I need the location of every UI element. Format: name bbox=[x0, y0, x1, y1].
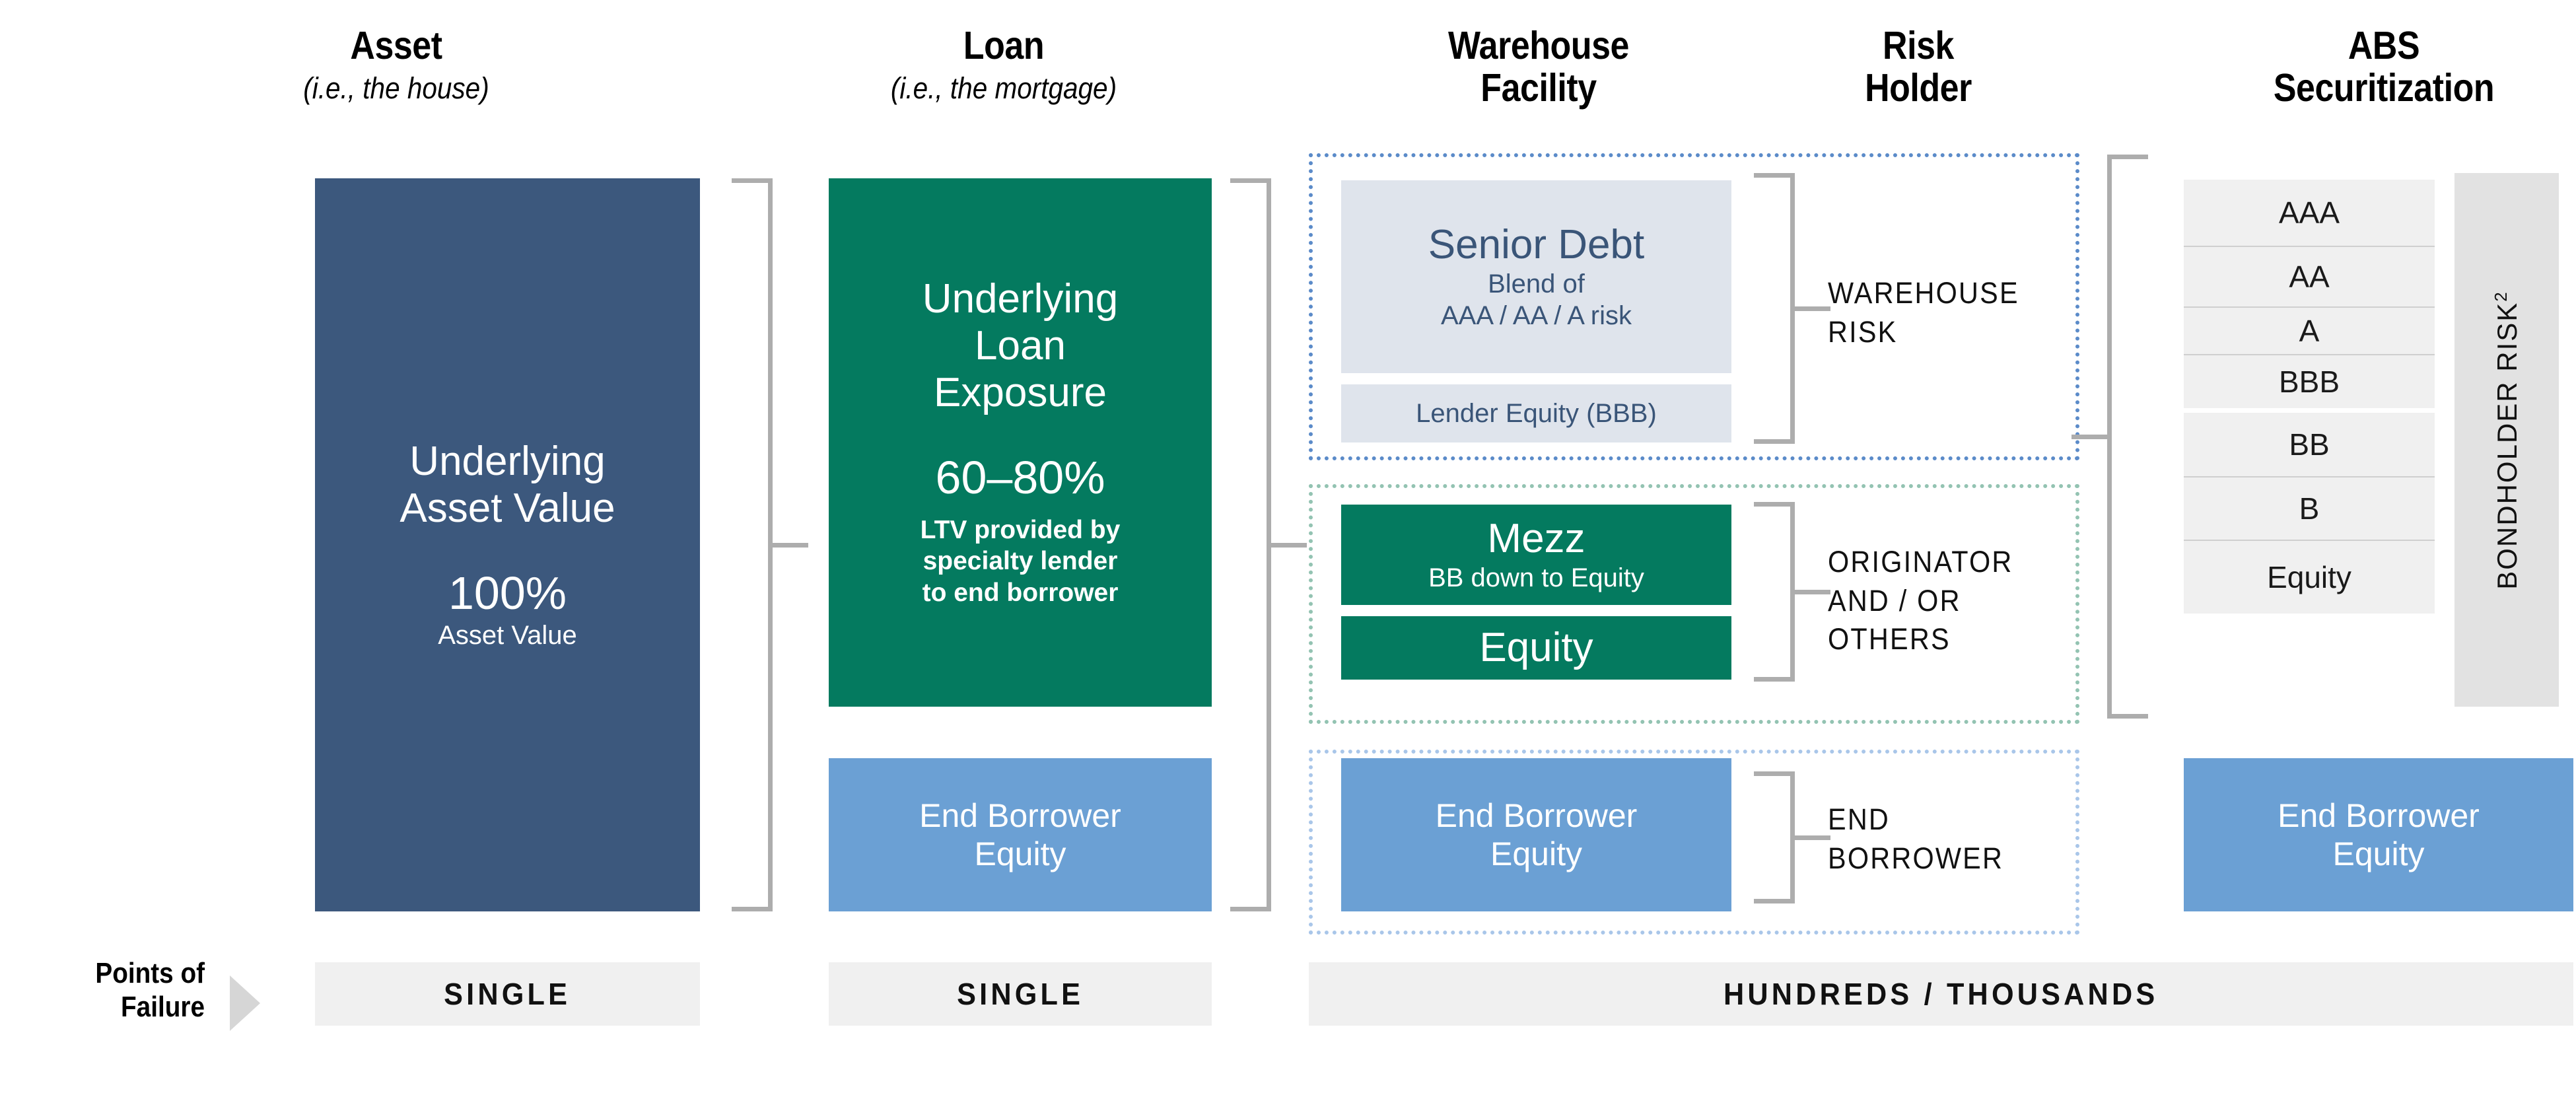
warehouse-equity-label: Equity bbox=[1479, 624, 1593, 670]
column-header-risk-holder: Risk Holder bbox=[1770, 24, 2067, 110]
loan-main-line1: Underlying bbox=[922, 276, 1119, 322]
risk-holder-originator-label: ORIGINATOR AND / OR OTHERS bbox=[1828, 543, 2083, 659]
lender-equity-block: Lender Equity (BBB) bbox=[1341, 384, 1731, 442]
bracket-risk-to-abs bbox=[2071, 155, 2153, 719]
loan-end-borrower-line1: End Borrower bbox=[919, 797, 1121, 834]
warehouse-mezz-group-outline bbox=[1309, 484, 2079, 724]
abs-header-title-line1: ABS bbox=[2348, 24, 2420, 67]
risk-holder-end-borrower-label: END BORROWER bbox=[1828, 800, 2107, 878]
tranche-label: BBB bbox=[2278, 365, 2340, 399]
loan-detail-line2: specialty lender bbox=[922, 547, 1118, 576]
points-of-failure-bar-asset: SINGLE bbox=[315, 962, 700, 1026]
warehouse-header-title-line2: Facility bbox=[1480, 65, 1597, 110]
bracket-end-borrower bbox=[1749, 771, 1830, 903]
originator-line1: ORIGINATOR bbox=[1828, 545, 2013, 579]
loan-main-line2: Loan bbox=[975, 323, 1066, 369]
bondholder-risk-label: BONDHOLDER RISK bbox=[2491, 301, 2523, 590]
bondholder-risk-footnote: 2 bbox=[2490, 290, 2511, 302]
loan-detail-line3: to end borrower bbox=[922, 578, 1119, 607]
mezz-block: Mezz BB down to Equity bbox=[1341, 505, 1731, 605]
asset-main-line2: Asset Value bbox=[400, 485, 615, 531]
warehouse-end-borrower-line1: End Borrower bbox=[1435, 797, 1638, 834]
loan-end-borrower-line2: Equity bbox=[974, 835, 1066, 872]
tranche-label: Equity bbox=[2267, 560, 2351, 594]
abs-tranche-stack: AAA AA A BBB BB B Equity bbox=[2184, 180, 2435, 614]
tranche-row: BBB bbox=[2184, 354, 2435, 408]
warehouse-risk-line2: RISK bbox=[1828, 314, 1898, 349]
loan-main-line3: Exposure bbox=[934, 369, 1107, 415]
asset-percentage: 100% bbox=[448, 567, 567, 619]
lender-equity-label: Lender Equity (BBB) bbox=[1416, 399, 1657, 428]
originator-line2: AND / OR bbox=[1828, 583, 1961, 618]
bondholder-risk-bar: BONDHOLDER RISK2 bbox=[2454, 173, 2559, 707]
senior-debt-title: Senior Debt bbox=[1428, 221, 1645, 267]
bracket-warehouse-risk bbox=[1749, 173, 1830, 444]
warehouse-risk-line1: WAREHOUSE bbox=[1828, 276, 2019, 310]
abs-header-title-line2: Securitization bbox=[2273, 65, 2495, 110]
risk-holder-warehouse-risk-label: WAREHOUSE RISK bbox=[1828, 274, 2083, 351]
asset-header-subtitle: (i.e., the house) bbox=[303, 71, 489, 105]
loan-ltv-percentage: 60–80% bbox=[935, 452, 1105, 504]
senior-debt-sub-line1: Blend of bbox=[1488, 269, 1585, 299]
end-borrower-risk-line1: END bbox=[1828, 802, 1891, 836]
senior-debt-sub-line2: AAA / AA / A risk bbox=[1440, 301, 1632, 331]
underlying-loan-exposure-block: Underlying Loan Exposure 60–80% LTV prov… bbox=[829, 178, 1212, 707]
column-header-abs-securitization: ABS Securitization bbox=[2199, 24, 2569, 110]
risk-holder-header-title-line2: Holder bbox=[1865, 65, 1972, 110]
bracket-originator bbox=[1749, 502, 1830, 682]
tranche-row: Equity bbox=[2184, 540, 2435, 614]
tranche-label: B bbox=[2299, 491, 2320, 526]
asset-main-line1: Underlying bbox=[409, 439, 606, 485]
tranche-row: AA bbox=[2184, 246, 2435, 306]
warehouse-end-borrower-line2: Equity bbox=[1490, 835, 1582, 872]
abs-end-borrower-equity-block: End Borrower Equity bbox=[2184, 758, 2573, 911]
warehouse-header-title-line1: Warehouse bbox=[1448, 24, 1629, 67]
abs-end-borrower-line2: Equity bbox=[2332, 835, 2425, 872]
asset-header-title: Asset bbox=[350, 24, 442, 67]
loan-detail-line1: LTV provided by bbox=[920, 515, 1121, 544]
tranche-row: B bbox=[2184, 476, 2435, 540]
points-of-failure-arrow-icon bbox=[230, 975, 260, 1031]
tranche-row: BB bbox=[2184, 413, 2435, 476]
risk-holder-header-title-line1: Risk bbox=[1883, 24, 1954, 67]
mezz-title: Mezz bbox=[1487, 515, 1585, 561]
bondholder-risk-text: BONDHOLDER RISK2 bbox=[2491, 291, 2523, 590]
column-header-asset: Asset (i.e., the house) bbox=[231, 24, 561, 105]
warehouse-equity-block: Equity bbox=[1341, 616, 1731, 680]
points-of-failure-label: Points of Failure bbox=[24, 956, 205, 1024]
originator-line3: OTHERS bbox=[1828, 622, 1951, 656]
points-of-failure-line2: Failure bbox=[121, 991, 205, 1024]
warehouse-senior-group-outline bbox=[1309, 153, 2079, 460]
loan-header-subtitle: (i.e., the mortgage) bbox=[890, 71, 1117, 105]
mezz-subtitle: BB down to Equity bbox=[1428, 563, 1644, 593]
warehouse-end-borrower-equity-block: End Borrower Equity bbox=[1341, 758, 1731, 911]
points-of-failure-bar-loan: SINGLE bbox=[829, 962, 1212, 1026]
pof-loan-value: SINGLE bbox=[957, 977, 1084, 1011]
warehouse-end-borrower-group-outline bbox=[1309, 750, 2079, 935]
underlying-asset-value-block: Underlying Asset Value 100% Asset Value bbox=[315, 178, 700, 911]
bracket-asset-to-loan bbox=[726, 178, 808, 911]
bracket-loan-to-warehouse bbox=[1225, 178, 1307, 911]
abs-end-borrower-line1: End Borrower bbox=[2278, 797, 2480, 834]
column-header-loan: Loan (i.e., the mortgage) bbox=[839, 24, 1169, 105]
loan-header-title: Loan bbox=[963, 24, 1045, 67]
pof-warehouse-value: HUNDREDS / THOUSANDS bbox=[1723, 977, 2159, 1011]
points-of-failure-line1: Points of bbox=[95, 957, 205, 989]
pof-asset-value: SINGLE bbox=[444, 977, 571, 1011]
asset-percentage-caption: Asset Value bbox=[438, 620, 577, 650]
column-header-warehouse-facility: Warehouse Facility bbox=[1374, 24, 1704, 110]
tranche-label: A bbox=[2299, 314, 2320, 348]
loan-end-borrower-equity-block: End Borrower Equity bbox=[829, 758, 1212, 911]
tranche-label: AA bbox=[2289, 260, 2330, 294]
tranche-row: AAA bbox=[2184, 180, 2435, 246]
tranche-label: BB bbox=[2289, 427, 2330, 462]
tranche-row: A bbox=[2184, 306, 2435, 354]
senior-debt-block: Senior Debt Blend of AAA / AA / A risk bbox=[1341, 180, 1731, 373]
tranche-label: AAA bbox=[2278, 195, 2340, 230]
points-of-failure-bar-warehouse: HUNDREDS / THOUSANDS bbox=[1309, 962, 2573, 1026]
end-borrower-risk-line2: BORROWER bbox=[1828, 841, 2004, 875]
